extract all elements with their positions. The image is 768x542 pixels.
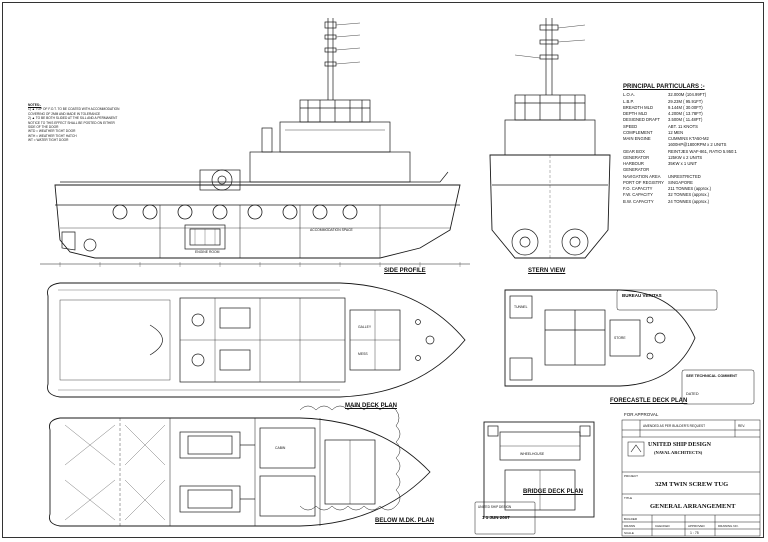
received-stamp-header: UNITED SHIP DESIGN — [478, 505, 512, 509]
particulars-row: L.O.A.32.000M (104.99FT) — [623, 92, 707, 98]
room-label-cabin: CABIN — [275, 446, 286, 450]
title-block-lines — [621, 419, 761, 537]
side-profile-title: SIDE PROFILE — [384, 268, 426, 274]
revision-row-text: AMENDED AS PER BUILDER'S REQUEST — [643, 424, 706, 428]
drawing-title: GENERAL ARRANGEMENT — [650, 503, 736, 510]
bureau-stamp-text: BUREAU VERITAS — [622, 293, 662, 298]
approval-stamps — [474, 289, 755, 535]
forecastle-deck-plan-title: FORECASTLE DECK PLAN — [610, 398, 688, 404]
scale-value: 1 : 75 — [690, 531, 699, 535]
notes-heading: NOTES:- — [28, 103, 42, 107]
technical-comment-stamp: SEE TECHNICAL COMMENT — [686, 374, 738, 378]
revision-label: REV. — [738, 424, 746, 428]
particulars-row: L.B.P.29.23M ( 95.91FT) — [623, 98, 703, 104]
below-main-deck-plan-title: BELOW M.DK. PLAN — [375, 518, 434, 524]
note-line: WTH = WEATHER TIGHT HATCH — [28, 133, 77, 138]
received-date-stamp: 1 1 JUN 2007 — [482, 515, 510, 520]
company-name: UNITED SHIP DESIGN — [648, 442, 712, 448]
room-label-tunnel: TUNNEL — [514, 305, 528, 309]
room-label-store: STORE — [614, 336, 626, 340]
project-title: 32M TWIN SCREW TUG — [655, 481, 729, 488]
bridge-deck-plan-title: BRIDGE DECK PLAN — [523, 489, 584, 495]
note-line: SIDE OF THE DOOR — [28, 125, 59, 130]
room-label-engine-room: ENGINE ROOM — [195, 250, 220, 254]
scale-label: SCALE — [624, 531, 634, 535]
builder-label: BUILDER — [624, 517, 638, 521]
note-line: NOTICE TO THIS EFFECT SHALL BE POSTED ON… — [28, 120, 115, 125]
company-subtitle: (NAVAL ARCHITECTS) — [654, 450, 703, 455]
principal-particulars: PRINCIPAL PARTICULARS :- L.O.A.32.000M (… — [623, 84, 743, 205]
title-label: TITLE — [624, 496, 633, 500]
note-line: WTD = WEATHER TIGHT DOOR — [28, 129, 76, 134]
side-profile-drawing — [40, 18, 470, 267]
room-label-galley: GALLEY — [358, 325, 372, 329]
forecastle-deck-plan-drawing — [504, 289, 696, 387]
drawing-number-label: DRAWING NO. — [718, 524, 739, 528]
for-approval-label: FOR APPROVAL — [624, 412, 659, 417]
note-line: 2) ▲ TO BE BOTH SLIDED AT THE SILL AND A… — [28, 116, 118, 121]
particulars-title: PRINCIPAL PARTICULARS :- — [623, 84, 705, 90]
stern-view-drawing — [489, 18, 611, 260]
note-line: 1) ▲ TOP OF F.O.T. TO BE COATED WITH ACC… — [28, 107, 120, 112]
bridge-deck-plan-drawing — [483, 421, 595, 518]
checked-label: CHECKED — [655, 524, 670, 528]
room-label-accommodation: ACCOMMODATION SPACE — [310, 228, 353, 232]
project-label: PROJECT — [624, 474, 639, 478]
drawn-label: DRAWN — [624, 524, 636, 528]
below-main-deck-plan-drawing — [49, 405, 431, 527]
main-deck-plan-title: MAIN DECK PLAN — [345, 403, 397, 409]
note-line: WT = WATER TIGHT DOOR — [28, 138, 69, 143]
dated-stamp-label: DATED — [686, 392, 699, 396]
particulars-row: 1600HP@1800RPM x 2 UNITS — [668, 142, 727, 148]
approved-label: APPROVED — [688, 524, 705, 528]
room-label-mess: MESS — [358, 352, 368, 356]
main-deck-plan-drawing — [47, 282, 466, 398]
room-label-wheelhouse: WHEELHOUSE — [520, 452, 545, 456]
note-line: COVERING OF 2MM AND MADE IN TOLERANCE — [28, 111, 101, 116]
stern-view-title: STERN VIEW — [528, 268, 566, 274]
notes-block: NOTES:- 1) ▲ TOP OF F.O.T. TO BE COATED … — [28, 103, 138, 143]
